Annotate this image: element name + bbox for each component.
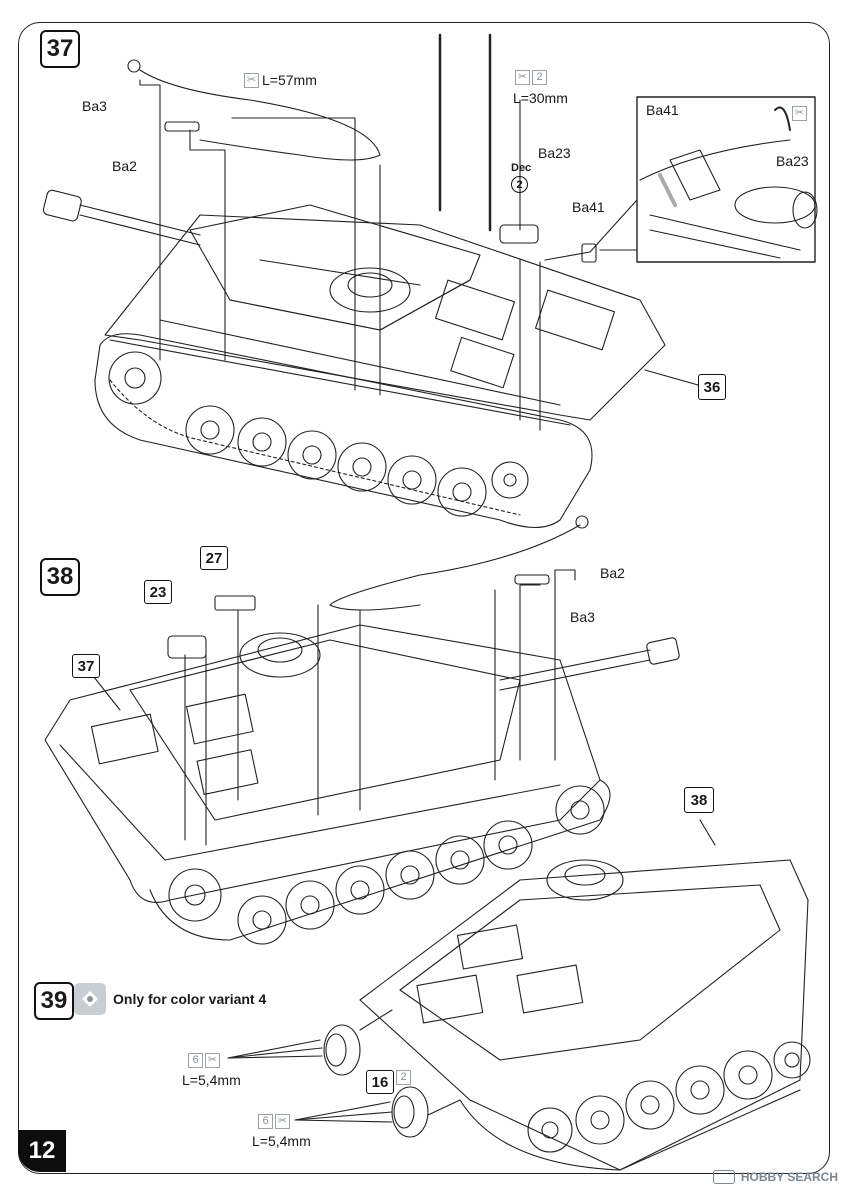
inset-detail-drawing [589, 96, 818, 263]
ref-step-37: 37 [72, 654, 100, 678]
length-30mm-label: L=30mm [513, 90, 568, 106]
ref-step-38: 38 [684, 787, 714, 813]
quantity-badge: 6 [188, 1053, 203, 1068]
scissors-icon: ✂ [205, 1053, 220, 1068]
part-ba2-label: Ba2 [600, 565, 625, 581]
scissors-icon: ✂ [244, 73, 259, 88]
ref-step-36: 36 [698, 374, 726, 400]
page-number: 12 [18, 1130, 66, 1172]
length-5-4mm-label: L=5,4mm [182, 1072, 241, 1088]
ref-part-16: 16 [366, 1070, 394, 1094]
watermark-logo-icon [712, 1170, 735, 1184]
watermark: HOBBY SEARCH [712, 1170, 838, 1184]
step37-tank-drawing [42, 33, 699, 528]
ref-part-23: 23 [144, 580, 172, 604]
quantity-badge: 2 [396, 1070, 411, 1085]
step-38-number: 38 [40, 558, 80, 596]
step-37-number: 37 [40, 30, 80, 68]
color-variant-icon [74, 983, 106, 1015]
part-ba3-label: Ba3 [82, 98, 107, 114]
inset-ba23-label: Ba23 [776, 153, 809, 169]
ref-part-27: 27 [200, 546, 228, 570]
decal-label: Dec [511, 162, 532, 174]
page-frame [18, 22, 830, 1174]
inset-ba41-label: Ba41 [646, 102, 679, 118]
length-5-4mm-label: L=5,4mm [252, 1133, 311, 1149]
part-ba23-label: Ba23 [538, 145, 571, 161]
length-57mm-label: L=57mm [262, 72, 317, 88]
step-39-number: 39 [34, 982, 74, 1020]
part-ba3-label: Ba3 [570, 609, 595, 625]
part-ba2-label: Ba2 [112, 158, 137, 174]
part-ba41-label: Ba41 [572, 199, 605, 215]
scissors-icon: ✂ [792, 106, 807, 121]
decal-number: 2 [511, 176, 528, 193]
scissors-icon: ✂ [275, 1114, 290, 1129]
step39-tank-drawing [227, 819, 811, 1171]
quantity-badge: 2 [532, 70, 547, 85]
watermark-text: HOBBY SEARCH [740, 1170, 838, 1184]
step-39-note: Only for color variant 4 [113, 991, 267, 1007]
quantity-badge: 6 [258, 1114, 273, 1129]
step38-tank-drawing [44, 515, 680, 945]
stretch-sprue-icon: ✂ [515, 70, 530, 85]
